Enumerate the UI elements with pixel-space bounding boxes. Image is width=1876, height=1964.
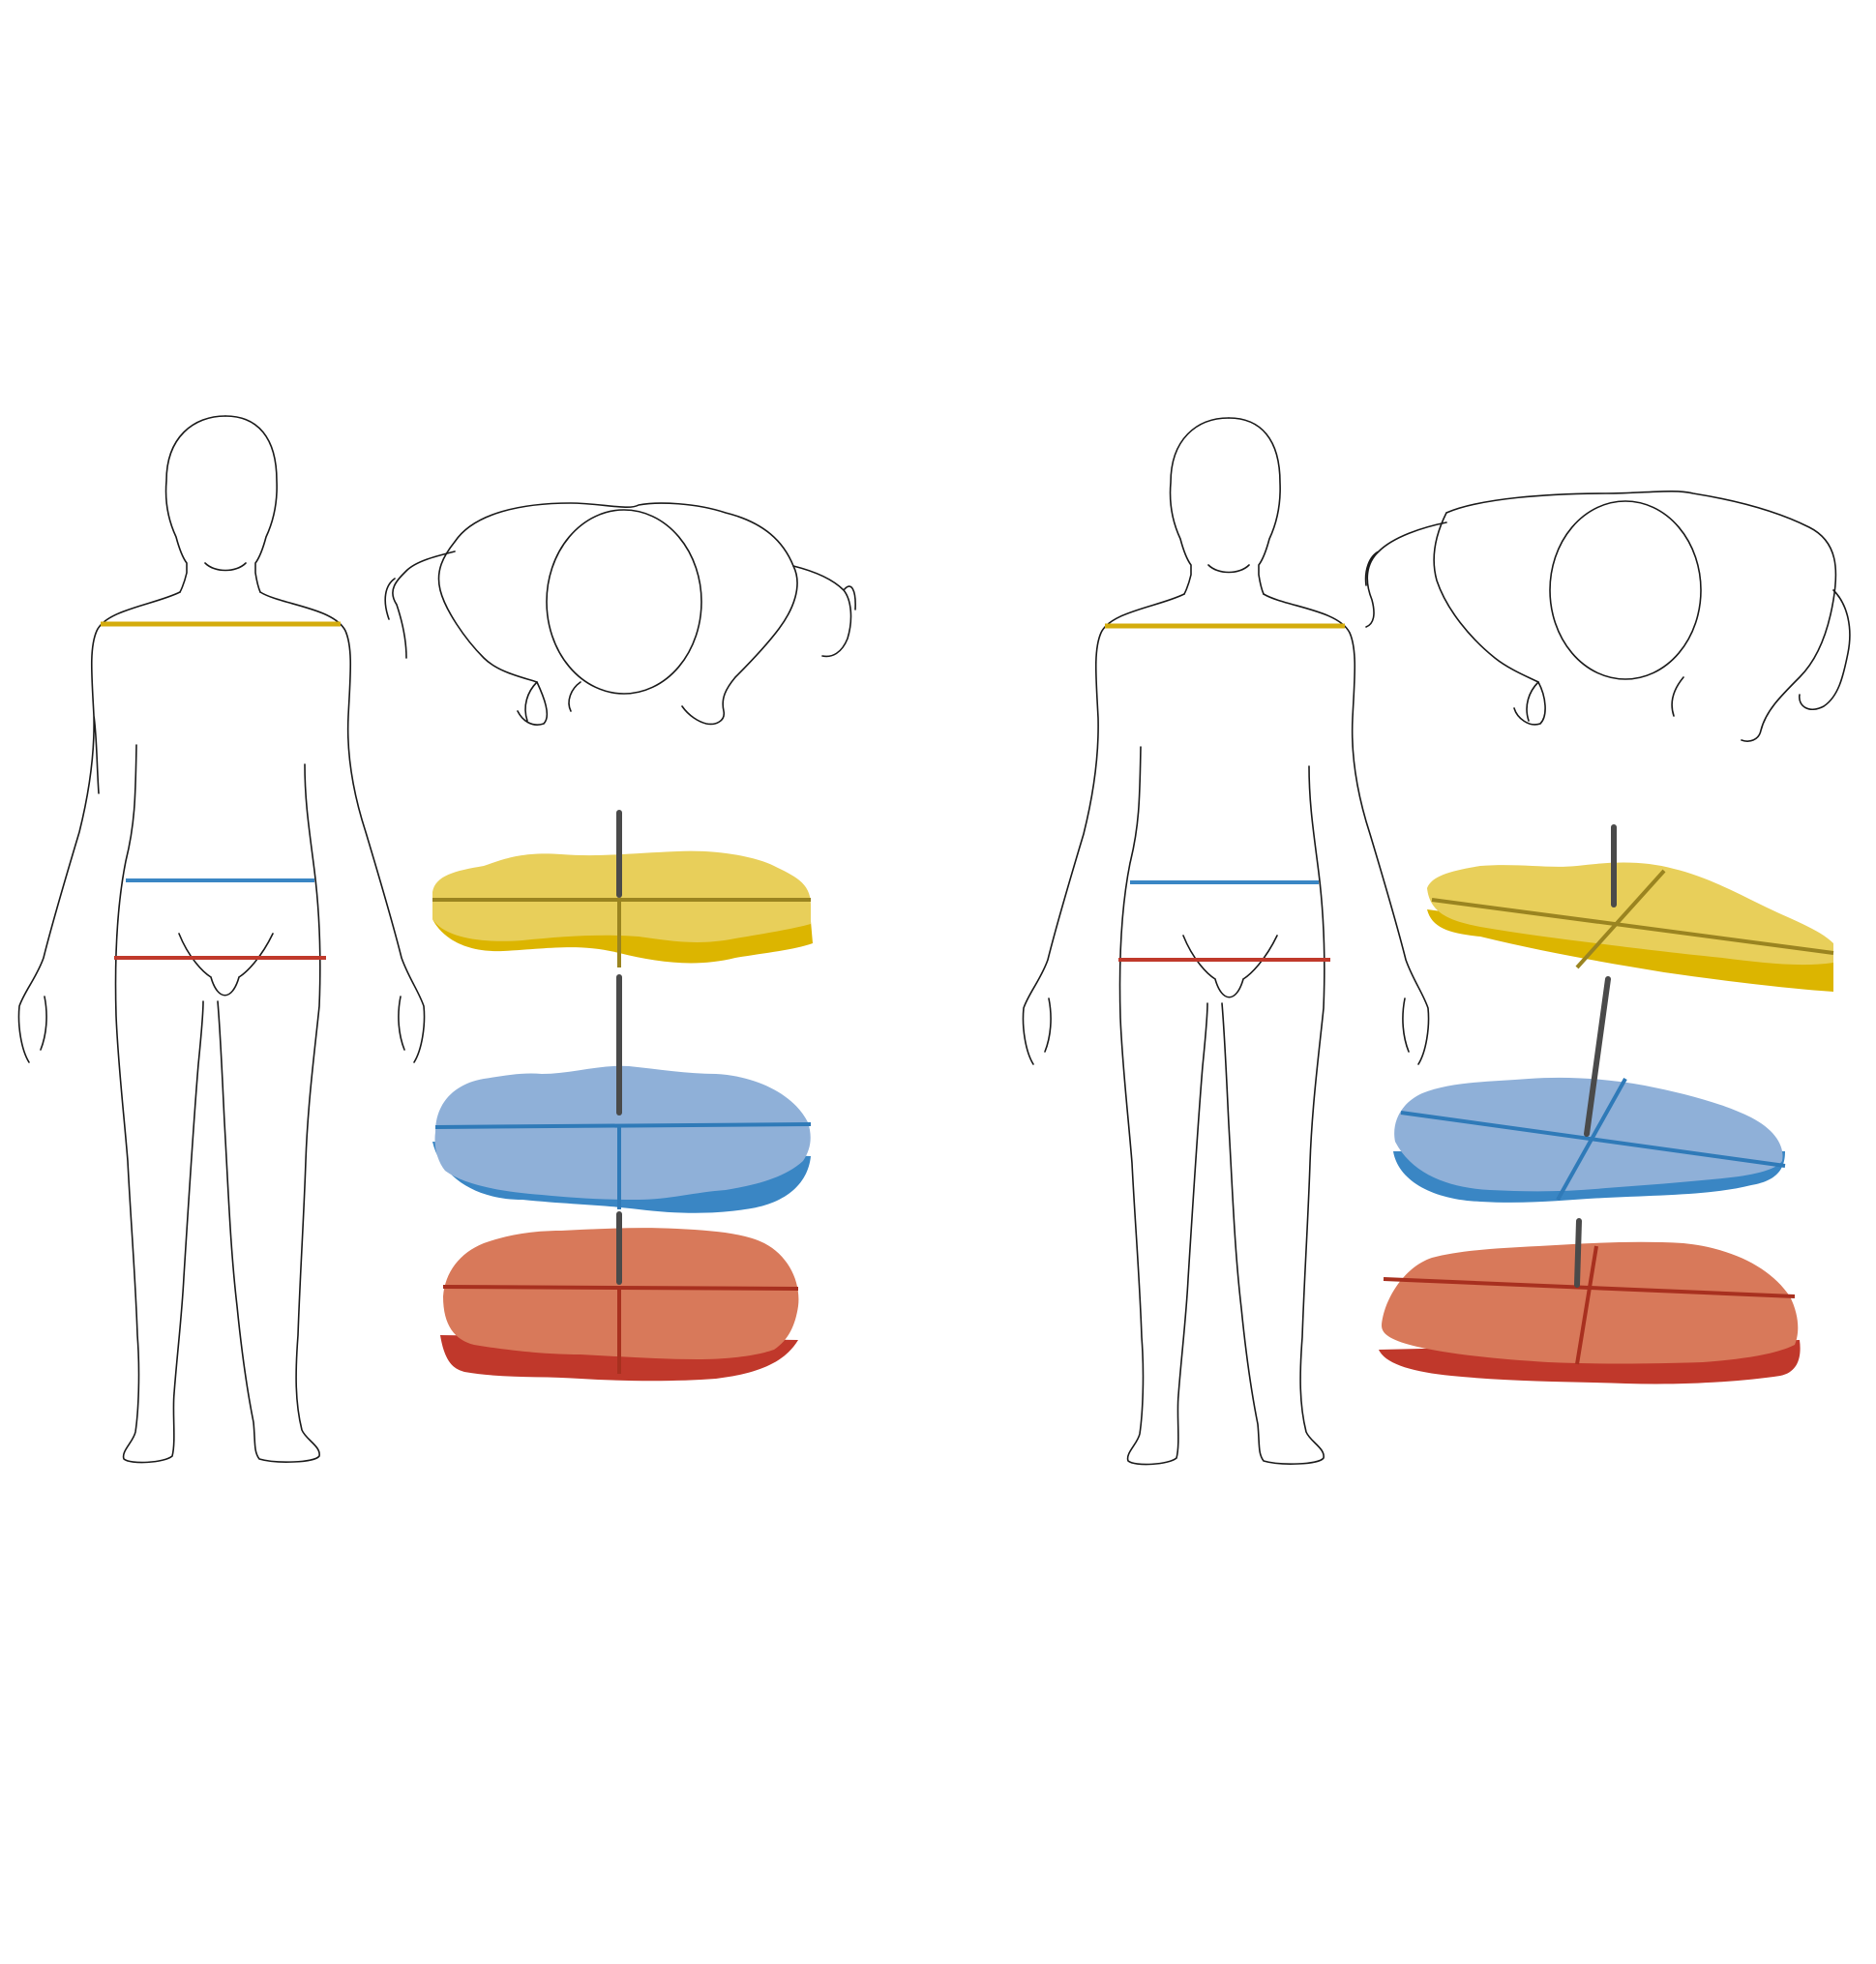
left-arm bbox=[1364, 521, 1447, 628]
waist-slice-top bbox=[434, 1065, 811, 1200]
top-view-figure-left bbox=[384, 502, 856, 726]
head-outline bbox=[1169, 417, 1230, 595]
briefs-outline bbox=[1182, 935, 1278, 998]
hip-slice-groove-b bbox=[1575, 1245, 1598, 1365]
top-view-figure-right bbox=[1364, 490, 1851, 742]
waist-slice-groove-b bbox=[1556, 1078, 1627, 1201]
chin bbox=[204, 562, 247, 572]
axis-segment-3 bbox=[1574, 1218, 1582, 1288]
body-slice-stack-right bbox=[1379, 824, 1834, 1384]
head-outline-right bbox=[1228, 417, 1281, 595]
shoulder-slice-groove-a bbox=[1431, 898, 1834, 955]
right-arm bbox=[792, 565, 856, 658]
hands-right bbox=[1526, 676, 1684, 722]
body-slice-stack-left bbox=[432, 810, 813, 1382]
panel-aligned bbox=[17, 415, 856, 1464]
body-outline bbox=[1022, 593, 1430, 1466]
axis-segment-2 bbox=[1584, 976, 1611, 1137]
body-outline bbox=[17, 591, 426, 1464]
briefs-outline bbox=[178, 933, 274, 997]
left-arm bbox=[384, 551, 456, 659]
shoulders-outline bbox=[1433, 490, 1837, 742]
head-top-view bbox=[546, 509, 702, 695]
front-body-figure-right bbox=[1022, 417, 1430, 1466]
hands-left bbox=[524, 681, 581, 722]
shoulder-slice-top bbox=[432, 850, 811, 942]
shoulders-outline bbox=[437, 502, 798, 726]
chin bbox=[1207, 564, 1250, 574]
panel-rotated bbox=[1022, 417, 1851, 1466]
hip-slice-top bbox=[1382, 1241, 1799, 1364]
head-top-view bbox=[1549, 500, 1702, 680]
waist-slice-groove-h bbox=[434, 1122, 812, 1129]
head-outline bbox=[164, 415, 226, 593]
right-arm bbox=[1799, 589, 1851, 710]
shoulder-slice-groove-b bbox=[1575, 869, 1666, 969]
head-outline-right bbox=[224, 415, 278, 593]
front-body-figure-left bbox=[17, 415, 426, 1464]
